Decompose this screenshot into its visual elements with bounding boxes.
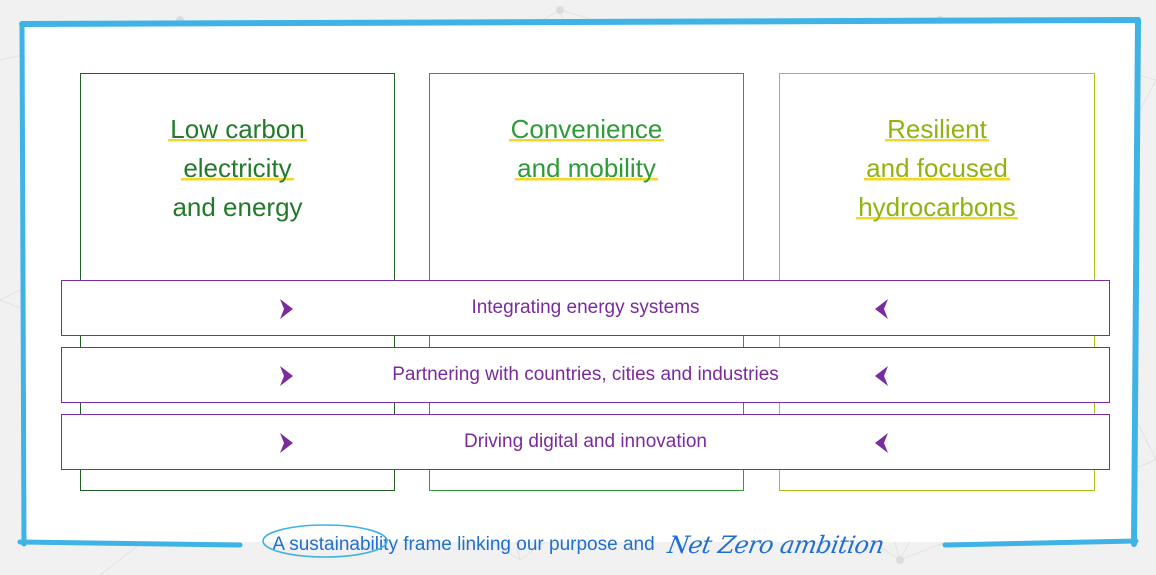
pillar-title-line: Low carbon (168, 114, 307, 144)
band-partnering: Partnering with countries, cities and in… (61, 347, 1110, 403)
band-label: Partnering with countries, cities and in… (392, 364, 779, 385)
pillar-title-line: Resilient (885, 114, 989, 144)
pillar-title: Low carbon electricity and energy (81, 110, 394, 227)
chevron-left-icon (875, 299, 888, 319)
chevron-left-icon (875, 433, 888, 453)
caption: A sustainability frame linking our purpo… (0, 524, 1156, 559)
chevron-right-icon (280, 299, 293, 319)
band-label: Integrating energy systems (471, 297, 700, 318)
net-zero-signature: Net Zero ambition (665, 531, 887, 559)
caption-text: A sustainability frame linking our purpo… (272, 534, 655, 556)
band-label: Driving digital and innovation (464, 431, 707, 452)
chevron-right-icon (280, 433, 293, 453)
chevron-left-icon (875, 366, 888, 386)
pillar-title-line: electricity (181, 153, 294, 183)
pillar-title-line: and mobility (515, 153, 658, 183)
pillar-title-line: and focused (864, 153, 1010, 183)
caption-inner: A sustainability frame linking our purpo… (262, 524, 887, 559)
pillar-title: Convenience and mobility (430, 110, 743, 188)
pillar-title-line: and energy (172, 192, 303, 222)
pillar-title: Resilient and focused hydrocarbons (780, 110, 1094, 227)
circle-scribble-icon (262, 524, 389, 558)
pillar-title-line: hydrocarbons (856, 192, 1018, 222)
band-digital-innovation: Driving digital and innovation (61, 414, 1110, 470)
band-integrating-energy: Integrating energy systems (61, 280, 1110, 336)
chevron-right-icon (280, 366, 293, 386)
pillar-title-line: Convenience (508, 114, 665, 144)
